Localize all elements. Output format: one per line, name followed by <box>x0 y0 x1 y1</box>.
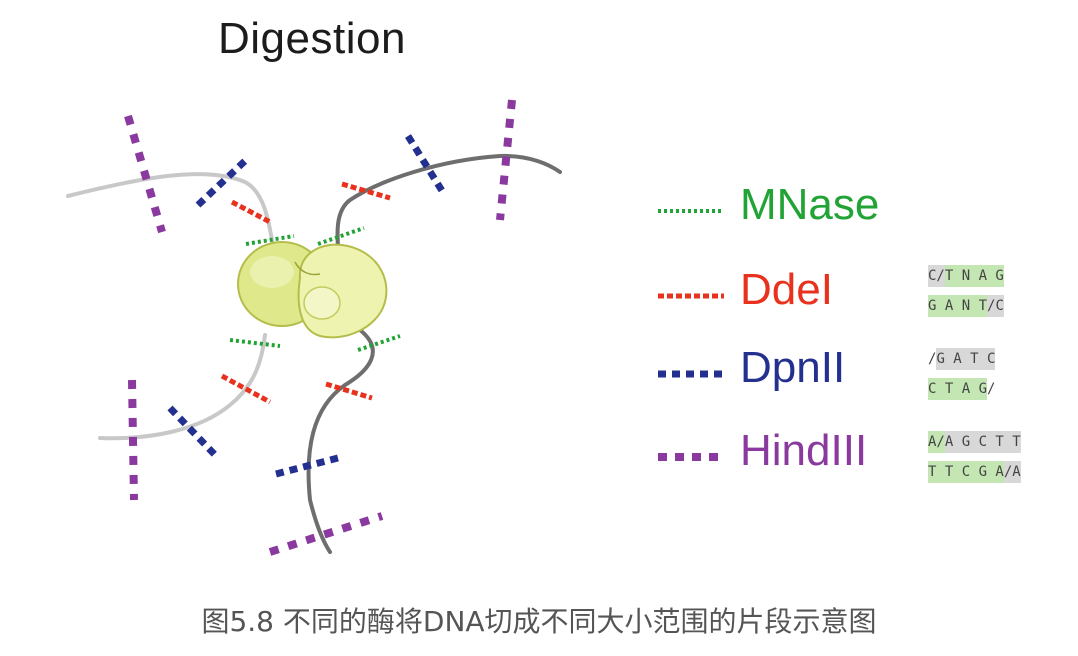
legend-label-dpnii: DpnII <box>740 343 846 392</box>
dpnii-cut-mark <box>195 157 249 208</box>
ddei-cut-mark <box>341 181 391 201</box>
cut-marks <box>124 99 516 556</box>
digestion-diagram <box>66 99 562 556</box>
legend-label-ddei: DdeI <box>740 265 833 314</box>
mnase-cut-mark <box>229 338 281 348</box>
diagram-title: Digestion <box>218 14 406 63</box>
sequence-ddei: C/T N A G G A N T/C <box>928 265 1004 325</box>
sequence-dpnii-top: /G A T C <box>928 348 996 370</box>
sequence-ddei-bottom: G A N T/C <box>928 295 1004 317</box>
hindiii-cut-mark <box>496 99 516 221</box>
mnase-cut-mark <box>245 234 295 246</box>
sequence-dpnii: /G A T C C T A G/ <box>928 348 996 408</box>
ddei-swatch-icon <box>658 293 724 299</box>
sequence-segment: T T C G A <box>928 461 1004 483</box>
sequence-ddei-top: C/T N A G <box>928 265 1004 287</box>
hindiii-swatch-icon <box>658 453 724 461</box>
mnase-swatch-icon <box>658 209 724 213</box>
dna-strand-dark-upper <box>335 153 562 282</box>
sequence-segment: /C <box>987 295 1004 317</box>
dna-strand-dark-lower <box>306 328 375 554</box>
sequence-segment: G A N T <box>928 295 988 317</box>
sequence-segment: C/ <box>928 265 945 287</box>
sequence-hindiii: A/A G C T T T T C G A/A <box>928 431 1021 491</box>
sequence-segment: A G C T T <box>944 431 1021 453</box>
dna-strand-light-lower <box>98 333 267 441</box>
sequence-segment: / <box>987 381 996 397</box>
hindiii-cut-mark <box>268 512 384 556</box>
sequence-segment: T N A G <box>944 265 1004 287</box>
dpnii-cut-mark <box>167 405 221 461</box>
ddei-cut-mark <box>230 199 272 225</box>
ddei-cut-mark <box>325 381 373 401</box>
sequence-dpnii-bottom: C T A G/ <box>928 378 995 400</box>
sequence-segment: /A <box>1003 461 1021 483</box>
mnase-cut-mark <box>317 226 365 246</box>
hindiii-cut-mark <box>128 379 138 501</box>
dpnii-cut-mark <box>405 134 447 196</box>
sequence-segment: / <box>928 351 937 367</box>
dpnii-cut-mark <box>275 454 339 478</box>
sequence-hindiii-bottom: T T C G A/A <box>928 461 1021 483</box>
nucleosome <box>237 241 388 339</box>
figure-caption: 图5.8 不同的酶将DNA切成不同大小范围的片段示意图 <box>201 605 877 638</box>
legend-label-hindiii: HindIII <box>740 426 868 475</box>
mnase-cut-mark <box>357 334 401 352</box>
legend-label-mnase: MNase <box>740 180 880 229</box>
sequence-hindiii-top: A/A G C T T <box>928 431 1021 453</box>
hindiii-cut-mark <box>124 114 166 234</box>
dna-strands <box>66 153 562 554</box>
dpnii-swatch-icon <box>658 370 724 378</box>
ddei-cut-mark <box>220 373 272 405</box>
sequence-segment: G A T C <box>936 348 996 370</box>
sequence-segment: A/ <box>928 431 945 453</box>
sequence-segment: C T A G <box>928 378 988 400</box>
dna-strand-light-upper <box>66 172 280 274</box>
